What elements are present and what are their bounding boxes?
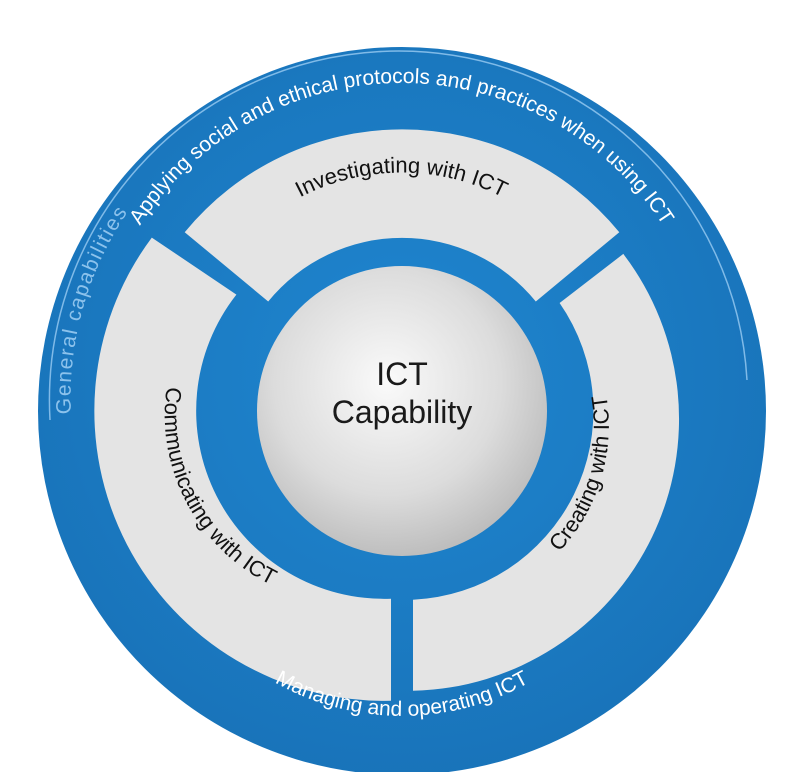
segment-creating (413, 253, 680, 691)
segment-communicating (94, 237, 391, 701)
center-title-line2: Capability (332, 394, 473, 430)
center-title-line1: ICT (376, 356, 428, 392)
center-disc (257, 266, 547, 556)
outer-ring-outline (48, 50, 748, 421)
segment-investigating (184, 129, 620, 302)
